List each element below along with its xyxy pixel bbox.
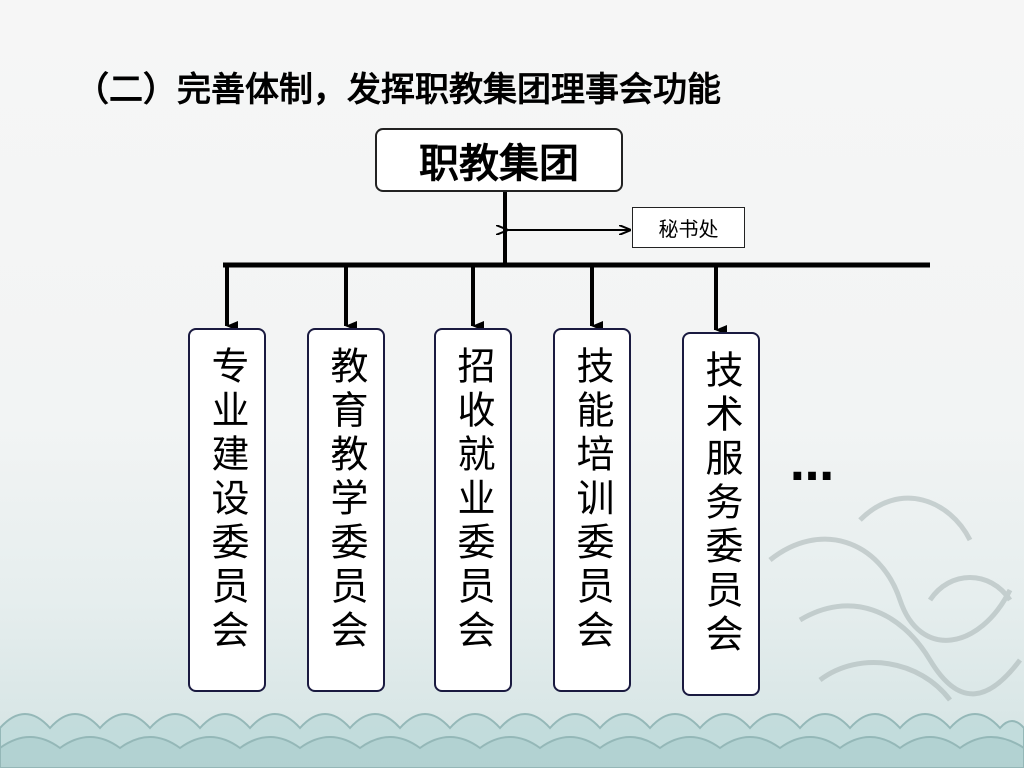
committee-node: 技能培训委员会 <box>553 328 631 692</box>
committee-label: 教育教学委员会 <box>324 346 368 654</box>
committee-node: 技术服务委员会 <box>682 332 760 696</box>
committee-node: 教育教学委员会 <box>307 328 385 692</box>
more-committees-ellipsis: … <box>790 440 840 491</box>
slide-title: （二）完善体制，发挥职教集团理事会功能 <box>75 70 721 110</box>
committee-label: 招收就业委员会 <box>451 346 495 654</box>
committee-label: 专业建设委员会 <box>205 346 249 654</box>
committee-label: 技术服务委员会 <box>699 350 743 658</box>
root-node-vocational-group: 职教集团 <box>375 128 623 192</box>
committee-node: 专业建设委员会 <box>188 328 266 692</box>
secretariat-node: 秘书处 <box>632 207 745 248</box>
committee-node: 招收就业委员会 <box>434 328 512 692</box>
secretariat-label: 秘书处 <box>658 217 719 241</box>
wave-pattern <box>0 713 1024 768</box>
dragon-illustration <box>768 495 1022 702</box>
root-node-label: 职教集团 <box>419 141 579 187</box>
committee-label: 技能培训委员会 <box>570 346 614 654</box>
